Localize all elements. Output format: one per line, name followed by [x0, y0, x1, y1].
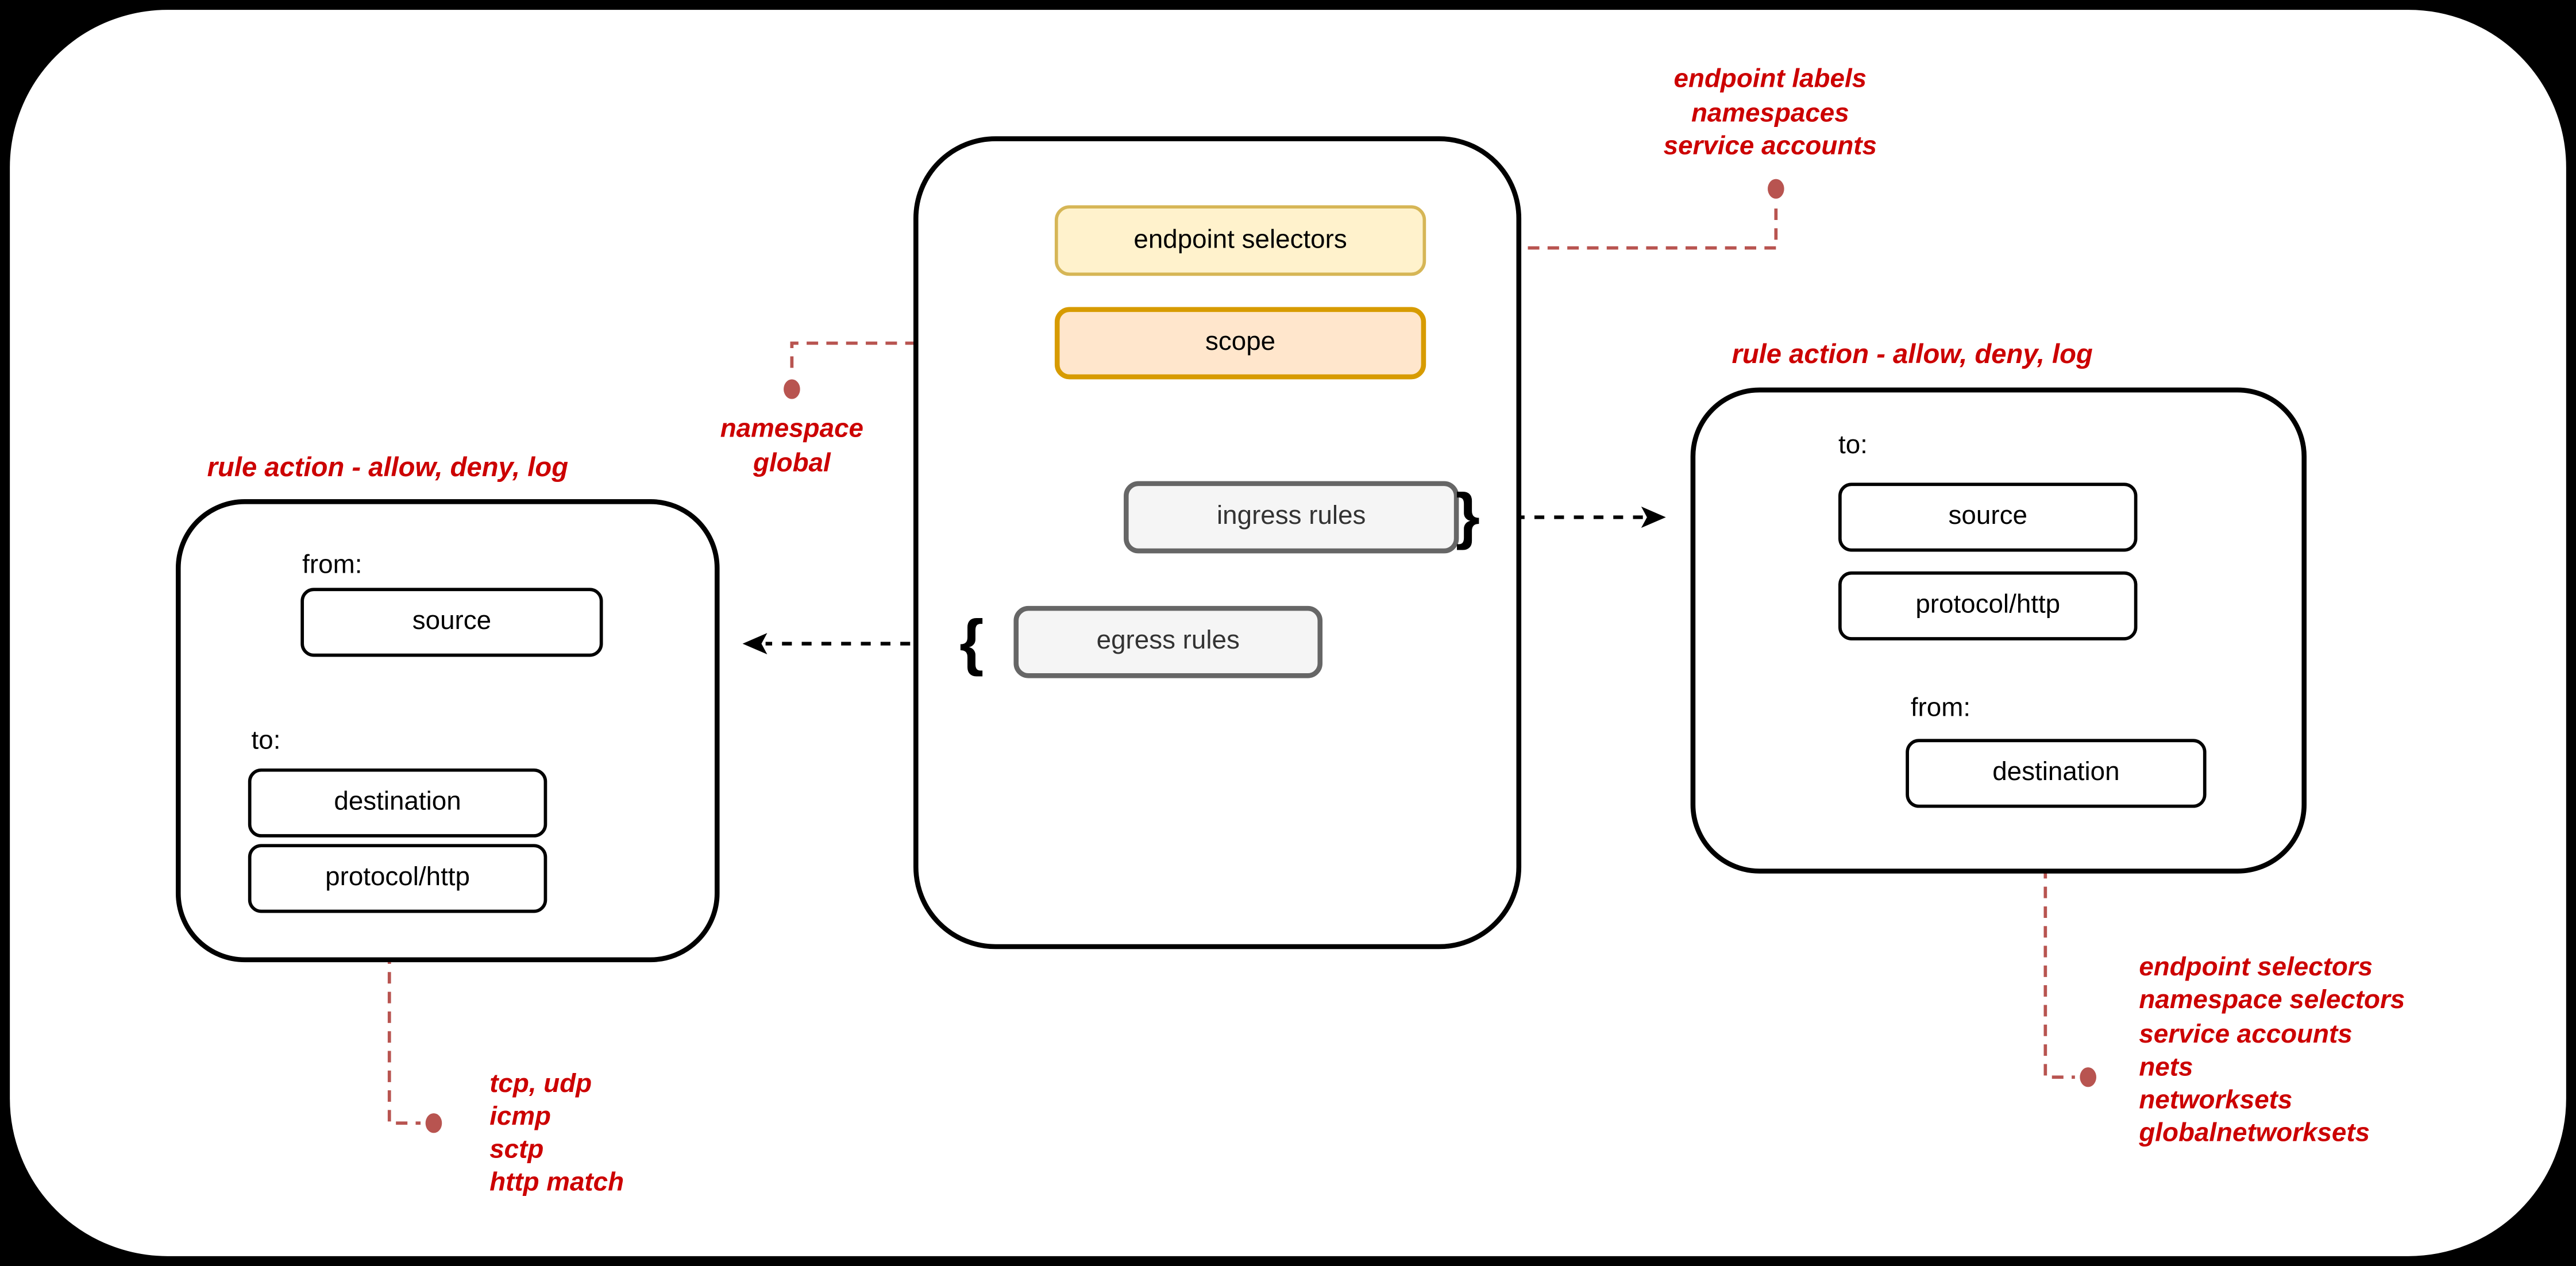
ingress-destination-box: destination [1906, 739, 2207, 808]
note-line: endpoint labels [1673, 65, 1867, 94]
destination-note: endpoint selectors namespace selectors s… [2139, 952, 2405, 1152]
note-line: global [753, 449, 831, 477]
note-line: networksets [2139, 1087, 2293, 1116]
endpoint-selectors-label: endpoint selectors [1133, 226, 1347, 254]
ingress-close-brace: } [1455, 483, 1480, 552]
note-line: tcp, udp [489, 1070, 592, 1099]
ingress-source-label: source [1948, 502, 2027, 531]
scope-label: scope [1205, 328, 1276, 357]
egress-rule-action-note: rule action - allow, deny, log [207, 453, 569, 483]
scope-box: scope [1054, 307, 1426, 380]
egress-from-label: from: [302, 551, 363, 580]
scope-note: namespace global [667, 414, 917, 481]
egress-protocol-box: protocol/http [248, 844, 547, 913]
egress-rules-box: egress rules [1013, 605, 1323, 678]
ingress-rules-label: ingress rules [1217, 502, 1366, 531]
ingress-source-box: source [1838, 483, 2138, 552]
ingress-protocol-label: protocol/http [1915, 591, 2061, 619]
ingress-rules-box: ingress rules [1124, 481, 1459, 554]
egress-source-box: source [300, 588, 603, 657]
note-line: sctp [489, 1136, 544, 1164]
note-line: nets [2139, 1053, 2193, 1082]
endpoint-selectors-box: endpoint selectors [1054, 205, 1426, 276]
protocol-note: tcp, udp icmp sctp http match [489, 1069, 624, 1201]
egress-open-brace: { [959, 609, 984, 678]
note-line: namespace [720, 415, 863, 443]
egress-protocol-label: protocol/http [325, 863, 470, 892]
note-line: namespaces [1691, 99, 1849, 128]
note-line: service accounts [1663, 133, 1877, 161]
egress-to-label: to: [251, 727, 281, 755]
ingress-destination-label: destination [1992, 758, 2120, 787]
ingress-protocol-box: protocol/http [1838, 571, 2138, 640]
ingress-rule-action-note: rule action - allow, deny, log [1732, 339, 2093, 370]
note-line: icmp [489, 1103, 551, 1132]
endpoint-selectors-note: endpoint labels namespaces service accou… [1602, 64, 1938, 165]
egress-source-label: source [412, 607, 492, 636]
egress-rules-label: egress rules [1096, 627, 1240, 655]
ingress-from-label: from: [1910, 694, 1971, 723]
note-line: endpoint selectors [2139, 954, 2373, 982]
note-line: service accounts [2139, 1020, 2353, 1049]
egress-destination-label: destination [334, 788, 461, 816]
note-line: http match [489, 1169, 624, 1197]
note-line: namespace selectors [2139, 987, 2405, 1016]
note-line: globalnetworksets [2139, 1120, 2370, 1149]
ingress-to-label: to: [1838, 431, 1868, 460]
egress-destination-box: destination [248, 768, 547, 837]
